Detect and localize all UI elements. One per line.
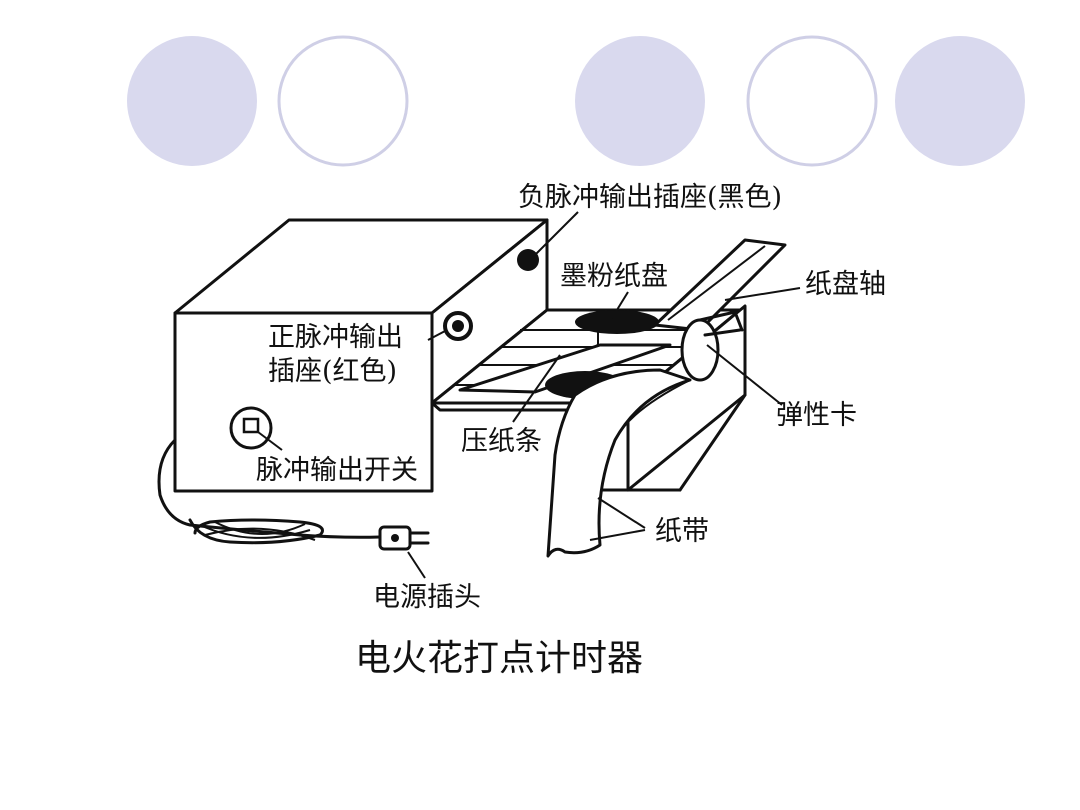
leader-pulse-switch [257, 431, 283, 451]
decorative-circles [127, 35, 1025, 167]
press-strip [458, 343, 672, 394]
label-negative-socket: 负脉冲输出插座(黑色) [518, 182, 782, 213]
decor-circle-filled [127, 36, 257, 166]
leader-spring-clip [706, 344, 783, 406]
spark-timer-illustration [157, 218, 787, 558]
leader-toner-disk [611, 291, 629, 319]
box-front-face [173, 311, 434, 493]
decor-circle-outline [746, 35, 878, 167]
leader-press-strip [512, 354, 561, 423]
decor-circle-outline [277, 35, 409, 167]
leader-disk-axle [724, 287, 801, 301]
leader-negative-socket [534, 211, 579, 256]
label-power-plug: 电源插头 [373, 582, 481, 613]
label-positive-socket-line1: 正脉冲输出 [268, 322, 403, 353]
negative-socket [517, 249, 539, 271]
decor-circle-filled [575, 36, 705, 166]
label-toner-disk: 墨粉纸盘 [560, 261, 668, 292]
leader-paper-tape-b [589, 529, 646, 541]
label-pulse-switch: 脉冲输出开关 [256, 455, 418, 486]
paper-tape-upper [653, 238, 787, 332]
label-paper-tape: 纸带 [655, 516, 709, 547]
label-disk-axle: 纸盘轴 [805, 269, 886, 300]
leader-positive-socket [427, 329, 448, 341]
leader-lines [257, 211, 801, 579]
label-positive-socket-line2: 插座(红色) [268, 356, 397, 387]
decor-circle-filled [895, 36, 1025, 166]
toner-disk [575, 310, 659, 334]
label-spring-clip: 弹性卡 [776, 400, 857, 431]
label-press-strip: 压纸条 [461, 426, 542, 457]
figure-caption: 电火花打点计时器 [355, 638, 643, 679]
leader-power-plug [407, 551, 426, 579]
leader-paper-tape-a [597, 497, 646, 529]
